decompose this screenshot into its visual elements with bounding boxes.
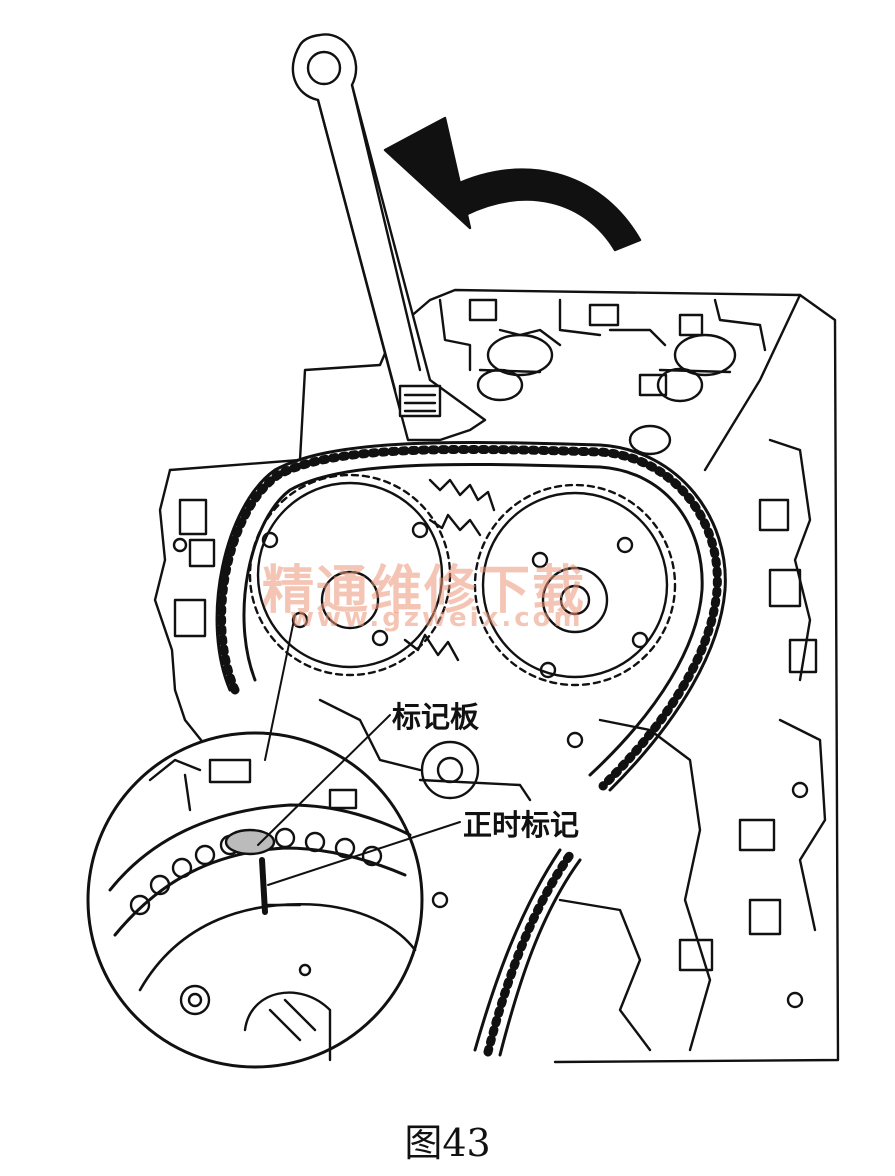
watermark-url: www.gzweix.com [290, 603, 584, 633]
intermediate-gear [403, 478, 496, 662]
camshaft-lobes [476, 333, 737, 456]
left-cam-sprocket [248, 473, 452, 677]
right-cam-sprocket [473, 483, 677, 687]
timing-mark-label: 正时标记 [463, 808, 580, 842]
wrench [291, 33, 487, 442]
figure-caption: 图43 [404, 1121, 491, 1165]
rotation-arrow-icon [383, 116, 642, 252]
timing-chain [215, 441, 727, 1057]
detail-magnifier [86, 731, 424, 1069]
marker-plate-label: 标记板 [392, 700, 480, 734]
leader-lines [257, 614, 461, 886]
watermark-text: 精通维修下载 [262, 561, 587, 621]
